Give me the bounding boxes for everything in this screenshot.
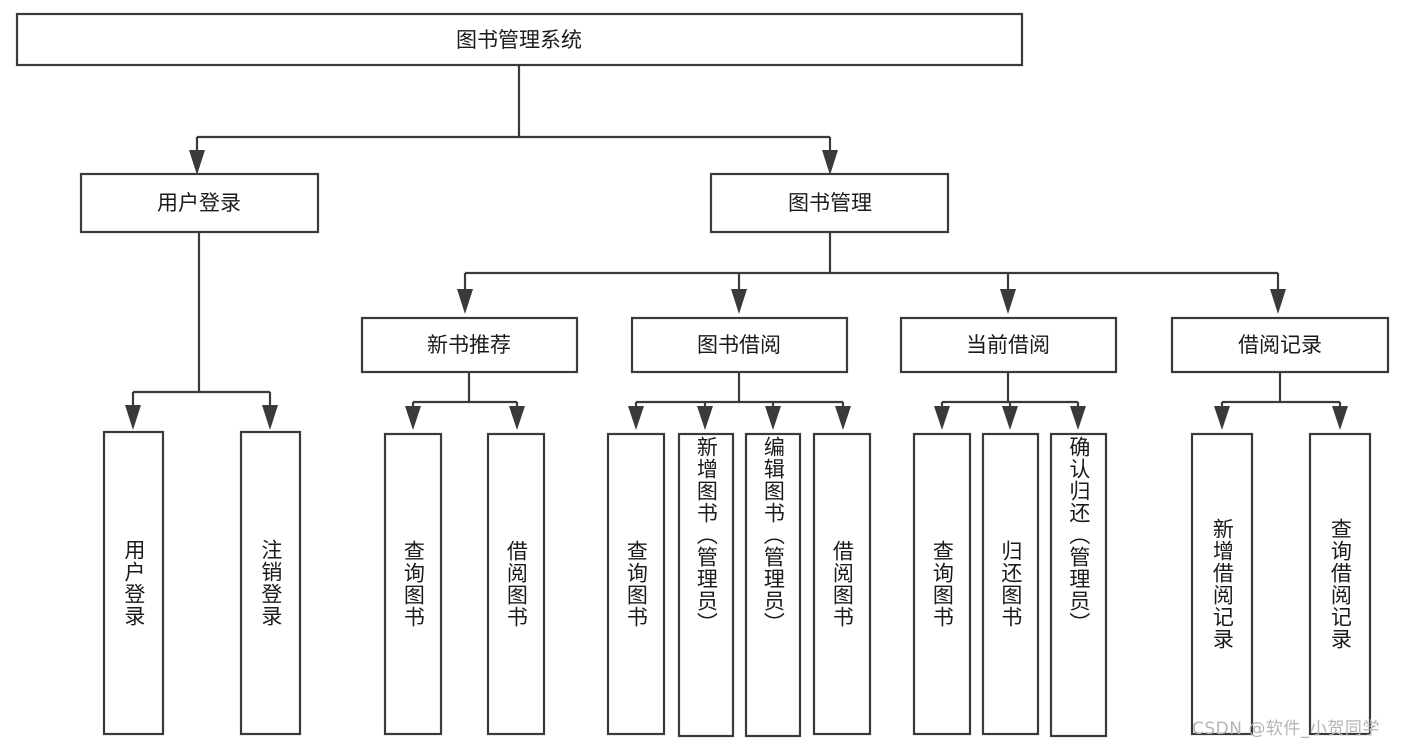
node-borrow-record[interactable]: 借阅记录	[1170, 316, 1390, 374]
node-book-borrow-box[interactable]	[630, 316, 849, 374]
node-borrow-record-label: 借阅记录	[1238, 333, 1322, 357]
node-user-login-box[interactable]	[79, 172, 320, 234]
node-leaf-confirm-return-box[interactable]	[1049, 432, 1108, 738]
node-leaf-query-book-3[interactable]	[912, 432, 972, 736]
node-leaf-query-book-1[interactable]	[383, 432, 443, 736]
connector-group-root	[189, 66, 838, 175]
node-leaf-borrow-book-1[interactable]	[486, 432, 546, 736]
node-book-manage-box[interactable]	[709, 172, 950, 234]
arrow-head-book-manage	[822, 150, 838, 175]
csdn-watermark: CSDN @软件_小贺同学	[1192, 719, 1380, 739]
node-current-borrow-box[interactable]	[899, 316, 1118, 374]
node-leaf-logout[interactable]	[239, 430, 302, 736]
node-leaf-add-book[interactable]	[677, 432, 735, 738]
node-leaf-query-record-box[interactable]	[1308, 432, 1372, 736]
node-leaf-user-login[interactable]	[102, 430, 165, 736]
node-book-borrow[interactable]: 图书借阅	[630, 316, 849, 374]
arrow-head-borrow-record	[1270, 289, 1286, 314]
connector-group-new-book-recommend	[405, 372, 525, 430]
node-root-label: 图书管理系统	[456, 28, 582, 52]
arrow-head-leaf-user-login	[125, 405, 141, 430]
arrow-head-current-borrow	[1000, 289, 1016, 314]
node-leaf-borrow-book-1-box[interactable]	[486, 432, 546, 736]
connector-group-user-login	[125, 232, 278, 430]
node-leaf-edit-book-box[interactable]	[744, 432, 802, 738]
node-book-manage[interactable]: 图书管理	[709, 172, 950, 234]
connector-group-current-borrow	[934, 372, 1086, 430]
node-new-book-recommend[interactable]: 新书推荐	[360, 316, 579, 374]
node-leaf-query-book-2-box[interactable]	[606, 432, 666, 736]
arrow-head-leaf-logout	[262, 405, 278, 430]
node-borrow-record-box[interactable]	[1170, 316, 1390, 374]
node-leaf-confirm-return[interactable]	[1049, 432, 1108, 738]
node-user-login-label: 用户登录	[157, 191, 241, 215]
node-current-borrow-label: 当前借阅	[966, 333, 1050, 357]
node-leaf-add-book-box[interactable]	[677, 432, 735, 738]
node-leaf-borrow-book-2[interactable]	[812, 432, 872, 736]
arrow-head-leaf-query-book-2	[628, 406, 644, 430]
node-leaf-return-book-box[interactable]	[981, 432, 1040, 736]
node-leaf-user-login-box[interactable]	[102, 430, 165, 736]
arrow-head-new-book-recommend	[457, 289, 473, 314]
arrow-head-user-login	[189, 150, 205, 175]
node-new-book-recommend-box[interactable]	[360, 316, 579, 374]
connector-group-borrow-record	[1214, 372, 1348, 430]
connector-group-book-manage	[457, 232, 1286, 314]
arrow-head-book-borrow	[731, 289, 747, 314]
node-leaf-add-record-box[interactable]	[1190, 432, 1254, 736]
node-leaf-query-book-2[interactable]	[606, 432, 666, 736]
node-leaf-logout-box[interactable]	[239, 430, 302, 736]
node-root[interactable]: 图书管理系统	[15, 12, 1024, 67]
node-user-login[interactable]: 用户登录	[79, 172, 320, 234]
node-leaf-add-record[interactable]	[1190, 432, 1254, 736]
arrow-head-leaf-borrow-book-1	[509, 406, 525, 430]
arrow-head-leaf-add-book	[697, 406, 713, 430]
arrow-head-leaf-query-record	[1332, 406, 1348, 430]
arrow-head-leaf-confirm-return	[1070, 406, 1086, 430]
node-root-box[interactable]	[15, 12, 1024, 67]
connector-group-book-borrow	[628, 372, 851, 430]
node-leaf-query-record[interactable]	[1308, 432, 1372, 736]
node-leaf-edit-book[interactable]	[744, 432, 802, 738]
arrow-head-leaf-query-book-1	[405, 406, 421, 430]
node-current-borrow[interactable]: 当前借阅	[899, 316, 1118, 374]
node-leaf-return-book[interactable]	[981, 432, 1040, 736]
arrow-head-leaf-borrow-book-2	[835, 406, 851, 430]
node-leaf-query-book-3-box[interactable]	[912, 432, 972, 736]
node-leaf-query-book-1-box[interactable]	[383, 432, 443, 736]
node-leaf-borrow-book-2-box[interactable]	[812, 432, 872, 736]
arrow-head-leaf-return-book	[1002, 406, 1018, 430]
node-book-manage-label: 图书管理	[788, 191, 872, 215]
node-new-book-recommend-label: 新书推荐	[427, 333, 511, 357]
arrow-head-leaf-query-book-3	[934, 406, 950, 430]
arrow-head-leaf-add-record	[1214, 406, 1230, 430]
arrow-head-leaf-edit-book	[765, 406, 781, 430]
node-book-borrow-label: 图书借阅	[697, 333, 781, 357]
